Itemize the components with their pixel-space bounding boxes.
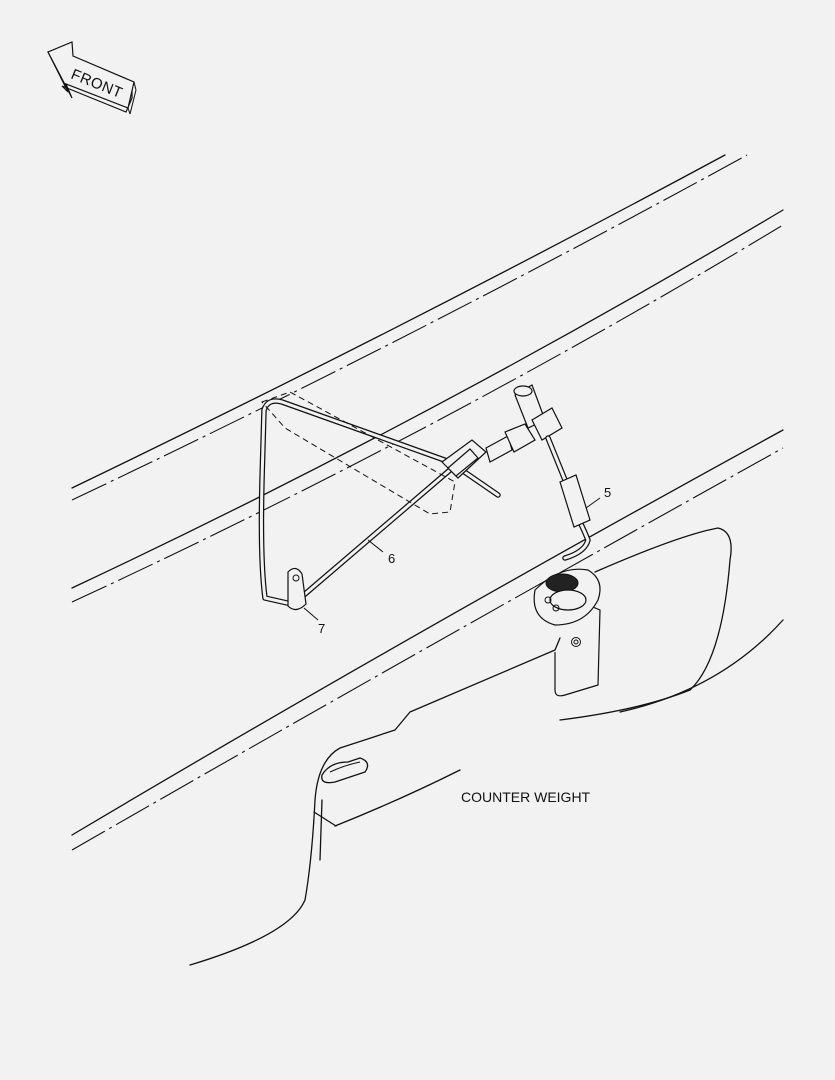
- counter-weight-body: [71, 429, 784, 966]
- sensor-5: [513, 384, 591, 561]
- clamp-7: [287, 567, 307, 611]
- callout-5: 5: [604, 485, 611, 500]
- connector: [441, 423, 536, 479]
- wire-harness-6: [258, 391, 501, 608]
- grommet: [533, 568, 601, 626]
- callout-7: 7: [318, 621, 325, 636]
- upper-frame: [71, 154, 784, 603]
- counter-weight-label: COUNTER WEIGHT: [461, 789, 591, 805]
- leader-lines: [303, 497, 601, 621]
- front-arrow-icon: FRONT: [47, 41, 137, 115]
- callout-6: 6: [388, 551, 395, 566]
